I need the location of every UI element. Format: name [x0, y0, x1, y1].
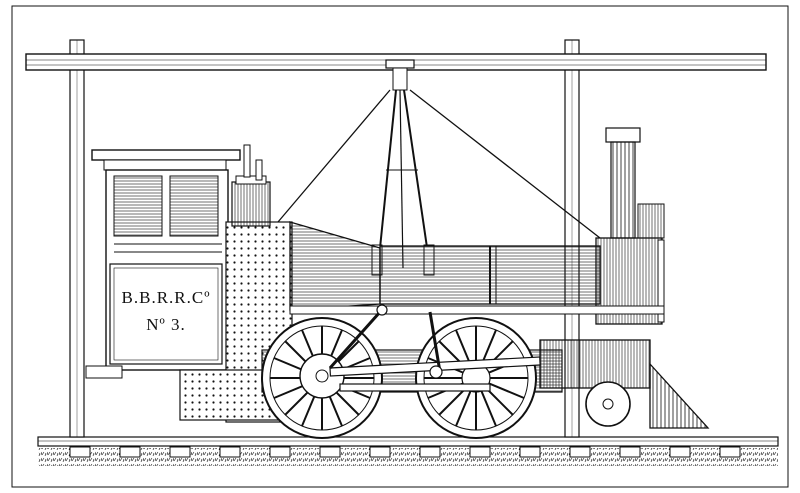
cab-step — [85, 365, 123, 379]
cab-roof — [91, 149, 241, 161]
running-board — [289, 305, 665, 315]
boiler-taper — [289, 221, 381, 311]
gantry-frame — [25, 39, 767, 438]
cab: B.B.R.R.Cº Nº 3. — [85, 149, 241, 379]
frame-border — [11, 5, 789, 488]
cab-plate-line1: B.B.R.R.Cº — [122, 288, 211, 307]
smokestack — [605, 127, 641, 239]
steam-dome — [231, 144, 271, 227]
cab-plate — [109, 263, 223, 365]
cab-plate-line2: Nº 3. — [146, 315, 186, 334]
rods — [328, 304, 541, 392]
cab-window-left — [113, 175, 163, 237]
cab-window-right — [169, 175, 219, 237]
headlamp — [637, 203, 665, 239]
cow-catcher — [649, 362, 710, 429]
track — [37, 436, 779, 466]
railroad-ties — [69, 446, 741, 458]
